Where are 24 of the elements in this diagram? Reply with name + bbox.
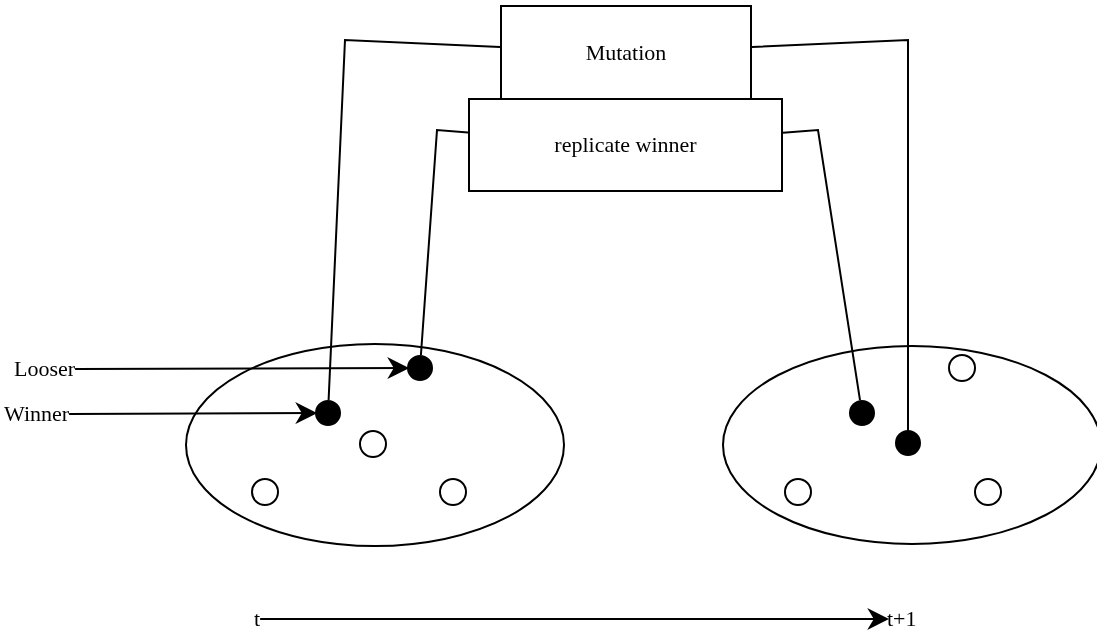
process-box: replicate winner: [468, 98, 783, 192]
connector-line: [751, 38, 909, 431]
text-label: Winner: [4, 403, 70, 425]
population-ellipse: [185, 343, 565, 547]
connector-line: [782, 128, 861, 402]
text-label: t+1: [887, 608, 917, 630]
hollow-circle: [948, 354, 976, 382]
filled-circle: [895, 430, 921, 456]
hollow-circle: [784, 478, 812, 506]
text-label: t: [254, 608, 261, 630]
connector-line: [419, 128, 469, 357]
hollow-circle: [439, 478, 467, 506]
filled-circle: [849, 400, 875, 426]
arrow: [259, 608, 890, 630]
filled-circle: [407, 355, 433, 381]
connector-line: [327, 38, 501, 401]
hollow-circle: [359, 430, 387, 458]
arrow: [74, 357, 410, 380]
hollow-circle: [974, 478, 1002, 506]
hollow-circle: [251, 478, 279, 506]
text-label: Looser: [14, 358, 76, 380]
filled-circle: [315, 400, 341, 426]
arrow: [68, 402, 318, 425]
process-box: Mutation: [500, 5, 752, 100]
